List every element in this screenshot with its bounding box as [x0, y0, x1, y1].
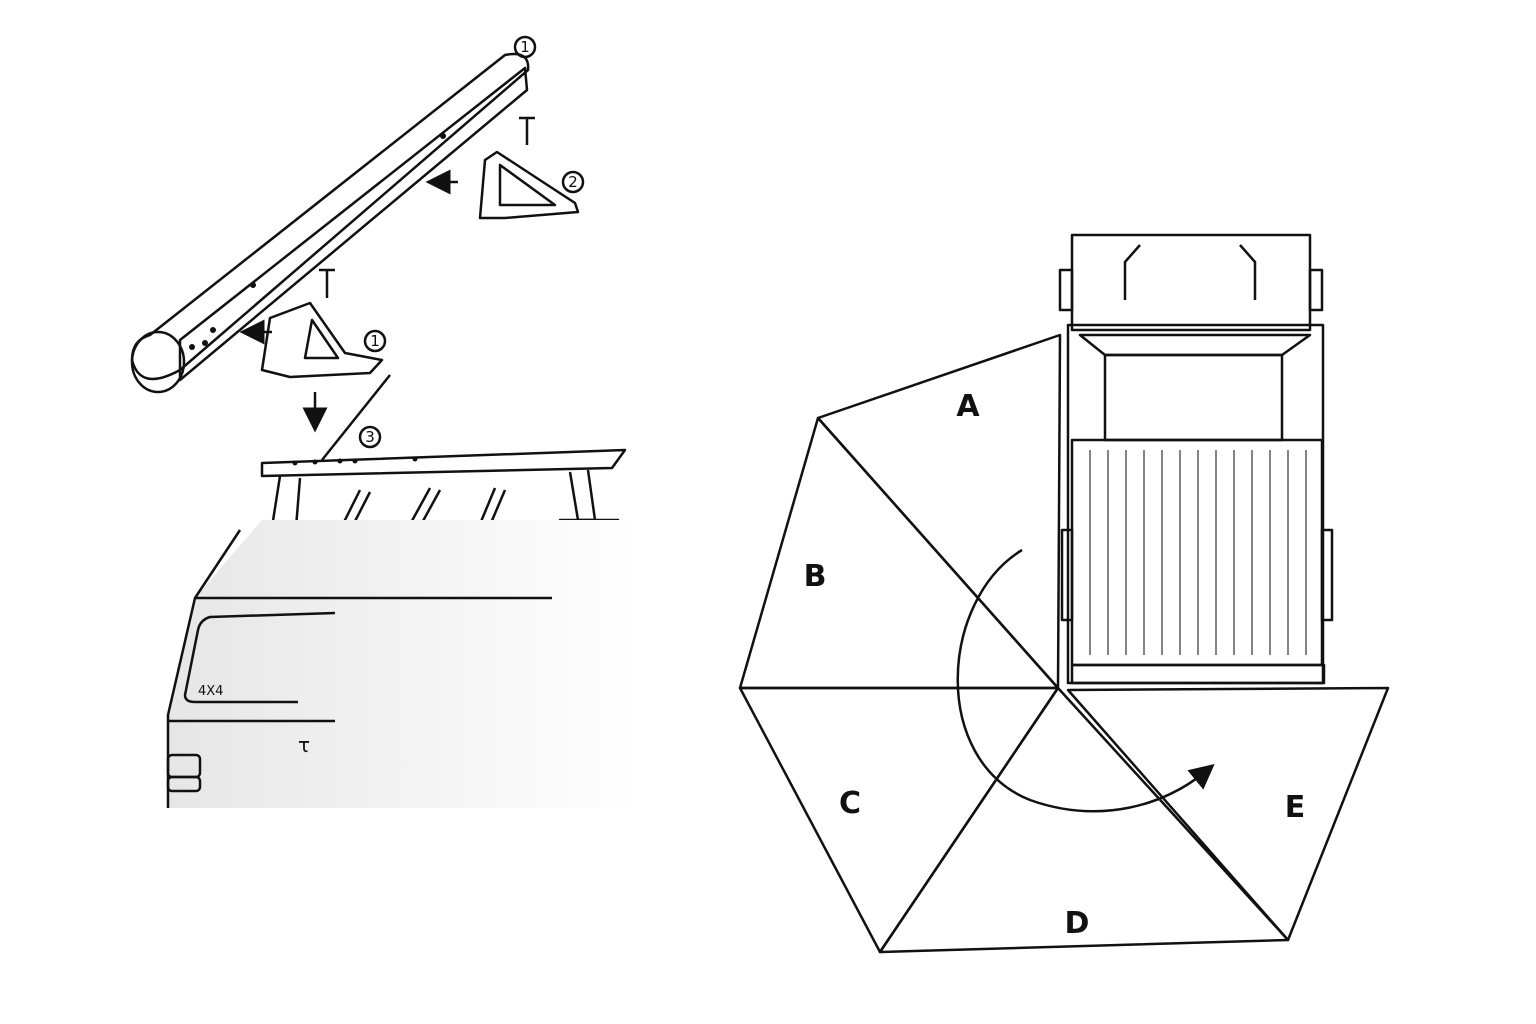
- panel-d: [878, 686, 1290, 954]
- svg-text:1: 1: [520, 38, 530, 56]
- vehicle-badge: 4X4: [198, 684, 223, 699]
- svg-text:3: 3: [365, 428, 375, 446]
- vehicle: 4X4 τ: [166, 520, 640, 808]
- panel-a: [816, 333, 1062, 690]
- label-b: B: [804, 559, 827, 594]
- rotation-arrow: [956, 548, 1215, 813]
- panel-b: [738, 416, 1060, 690]
- truck-top-view: [1058, 233, 1334, 685]
- label-c: C: [839, 786, 861, 821]
- callout-1-top: 1: [513, 35, 537, 59]
- label-d: D: [1065, 906, 1090, 941]
- svg-text:2: 2: [568, 173, 578, 191]
- bracket-upper: 2: [425, 116, 585, 220]
- vehicle-mark: τ: [298, 733, 310, 757]
- panel-c: [738, 686, 1060, 954]
- awning-panels: A B C D E: [738, 333, 1390, 954]
- svg-text:1: 1: [370, 332, 380, 350]
- bracket-lower: 1 3: [239, 268, 391, 461]
- awning-bag: [130, 52, 530, 394]
- label-a: A: [956, 389, 980, 424]
- panel-e: [1066, 686, 1390, 942]
- label-e: E: [1285, 790, 1306, 825]
